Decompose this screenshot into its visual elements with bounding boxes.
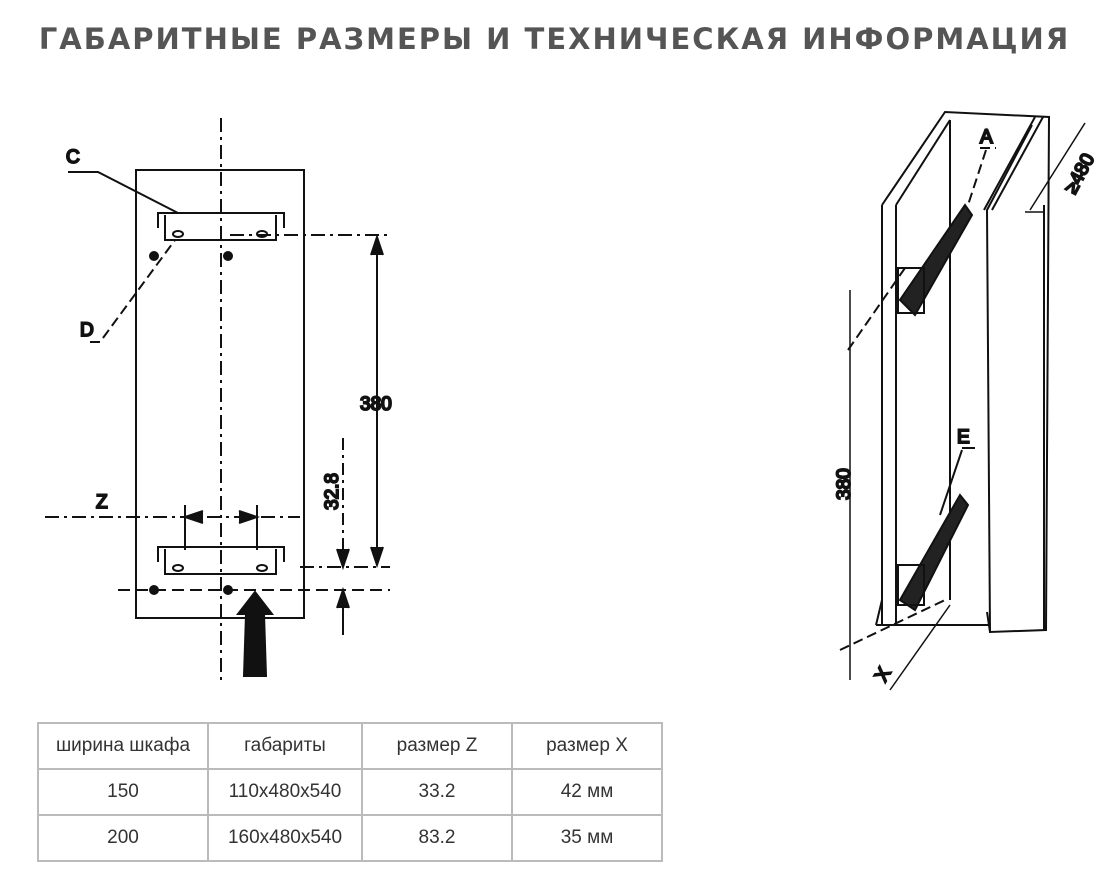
table-cell: 200 [37, 814, 209, 862]
bottom-bracket [157, 546, 285, 575]
label-e: E [957, 427, 970, 448]
page-title: ГАБАРИТНЫЕ РАЗМЕРЫ И ТЕХНИЧЕСКАЯ ИНФОРМА… [38, 22, 1071, 56]
arrow-up-icon [235, 590, 275, 677]
header-cell: размер X [511, 722, 663, 770]
screw-icons [149, 251, 233, 595]
table-row: 150 110x480x540 33.2 42 мм [37, 768, 663, 816]
dimension-z [45, 505, 300, 550]
table-cell: 35 мм [511, 814, 663, 862]
dimensions-table: ширина шкафа габариты размер Z размер X … [37, 722, 663, 862]
table-cell: 150 [37, 768, 209, 816]
bottom-runner [897, 493, 970, 612]
label-a: A [980, 127, 993, 148]
leader-d [90, 239, 176, 343]
dim-32-8-label: 32.8 [322, 473, 343, 510]
front-view: C D 380 32.8 Z [45, 118, 393, 680]
label-d: D [80, 320, 94, 341]
table-cell: 83.2 [361, 814, 513, 862]
header-cell: размер Z [361, 722, 513, 770]
table-cell: 160x480x540 [207, 814, 363, 862]
dimension-380 [370, 233, 384, 569]
leader-c [68, 171, 179, 214]
header-cell: ширина шкафа [37, 722, 209, 770]
table-header-row: ширина шкафа габариты размер Z размер X [37, 722, 663, 770]
dim-380-iso-label: 380 [834, 468, 855, 500]
dimension-32-8 [336, 438, 350, 635]
label-c: C [66, 147, 80, 168]
dim-380-label: 380 [360, 394, 392, 415]
iso-view: A ≥480 380 E X [833, 110, 1100, 691]
header-cell: габариты [207, 722, 363, 770]
table-cell: 33.2 [361, 768, 513, 816]
label-z: Z [96, 492, 108, 513]
table-row: 200 160x480x540 83.2 35 мм [37, 814, 663, 862]
table-cell: 110x480x540 [207, 768, 363, 816]
table-cell: 42 мм [511, 768, 663, 816]
cabinet-outline [881, 110, 1051, 634]
dim-480-label: ≥480 [1061, 150, 1099, 197]
label-x: X [871, 664, 896, 686]
top-runner [897, 203, 974, 317]
